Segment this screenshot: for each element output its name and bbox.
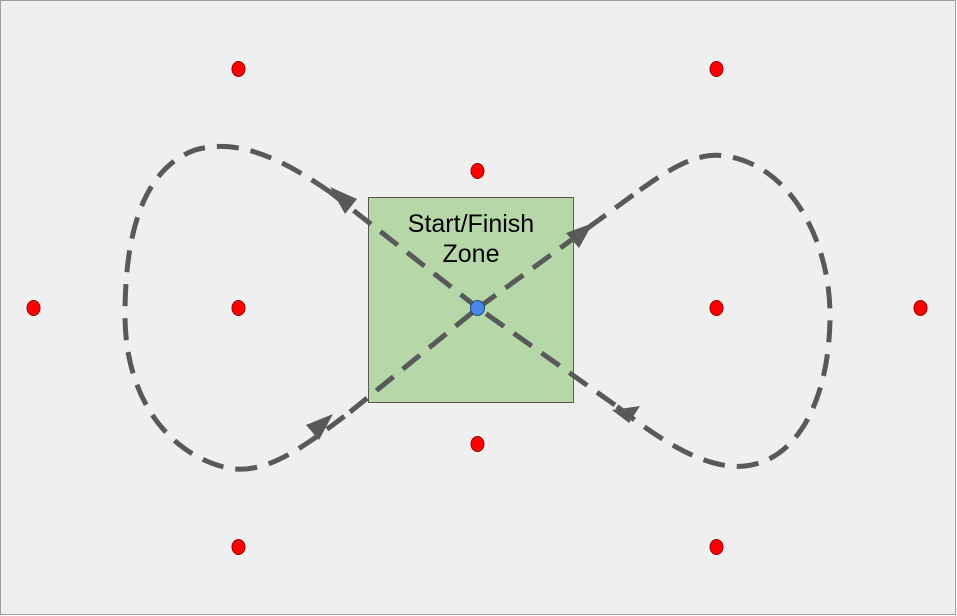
marker-far-left <box>26 300 41 316</box>
direction-arrows <box>306 187 640 440</box>
marker-bottom-left <box>231 539 246 555</box>
arrowhead-lower-left <box>306 414 333 440</box>
marker-far-right <box>913 300 928 316</box>
arrowhead-lower-right <box>612 406 640 423</box>
marker-bottom-center <box>470 436 485 452</box>
path-segment-right-loop <box>613 152 833 469</box>
center-marker <box>470 300 485 316</box>
path-segment-lower-right-to-center <box>476 305 617 408</box>
path-segment-left-loop <box>122 143 352 472</box>
marker-left-center <box>231 300 246 316</box>
path-segment-center-to-upper-left <box>328 190 480 310</box>
marker-top-left <box>231 61 246 77</box>
arrowhead-upper-left <box>330 187 357 214</box>
arrowhead-upper-right <box>566 223 593 248</box>
marker-top-center <box>470 163 485 179</box>
zone-label-line2: Zone <box>443 240 500 268</box>
zone-label-line1: Start/Finish <box>408 210 534 238</box>
marker-bottom-right <box>709 539 724 555</box>
figure-eight-path <box>122 143 833 472</box>
marker-top-right <box>709 61 724 77</box>
path-segment-lower-left-to-center <box>348 306 480 414</box>
course-markers <box>26 61 928 555</box>
marker-right-center <box>709 300 724 316</box>
